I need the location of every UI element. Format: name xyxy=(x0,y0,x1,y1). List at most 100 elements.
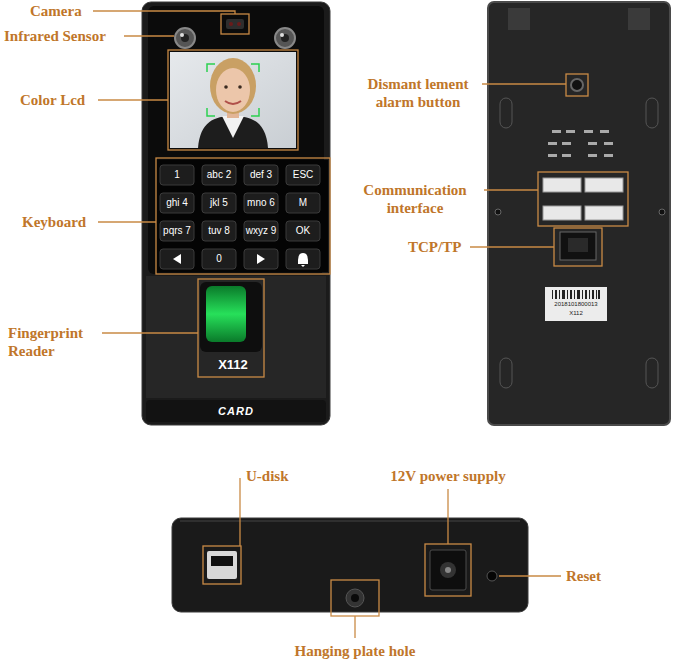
highlight-box xyxy=(554,228,602,266)
bar xyxy=(555,290,557,299)
power-jack xyxy=(430,550,466,590)
key xyxy=(160,165,194,185)
callouts xyxy=(93,11,628,638)
pin-marking xyxy=(562,142,571,145)
screw-hole xyxy=(659,209,665,215)
connector xyxy=(585,206,623,220)
part-label: Dismant lement alarm button xyxy=(356,75,480,111)
fingerprint-housing xyxy=(200,282,262,352)
serial-number: 2018101800013 xyxy=(545,300,607,308)
mount-slot xyxy=(500,98,512,128)
leader-line xyxy=(470,246,554,247)
screw-hole xyxy=(495,209,501,215)
bar xyxy=(559,290,560,299)
leader-line xyxy=(102,332,198,333)
leader-line xyxy=(484,189,538,190)
part-label: Reset xyxy=(566,567,636,585)
leader-line xyxy=(93,11,235,14)
bottom-view xyxy=(172,518,528,612)
reset-hole xyxy=(487,571,497,581)
fingerprint-sensor xyxy=(206,286,246,342)
key-label: def 3 xyxy=(244,165,278,185)
key-label: jkl 5 xyxy=(202,193,236,213)
key xyxy=(286,221,320,241)
bar xyxy=(596,290,597,299)
camera-lens xyxy=(181,34,189,42)
key-label: mno 6 xyxy=(244,193,278,213)
key xyxy=(202,165,236,185)
eye xyxy=(238,85,242,89)
key xyxy=(244,249,278,269)
rj45-port xyxy=(560,232,596,260)
part-label: Keyboard xyxy=(22,213,132,231)
bar xyxy=(585,290,587,299)
pin-marking xyxy=(548,154,557,157)
leader-line xyxy=(447,489,448,544)
bar xyxy=(582,290,583,299)
keypad xyxy=(156,160,328,272)
pin-marking xyxy=(604,154,613,157)
highlight-box xyxy=(221,14,249,34)
key-label: tuv 8 xyxy=(202,221,236,241)
lcd-screen xyxy=(170,52,296,148)
leader-line xyxy=(499,575,561,576)
leader-line xyxy=(482,83,566,84)
usb-port xyxy=(207,551,237,579)
camera-lens xyxy=(281,34,289,42)
key xyxy=(202,221,236,241)
bar xyxy=(562,290,565,299)
tamper-button xyxy=(571,79,583,91)
camera-lens xyxy=(175,28,195,48)
mount-slot xyxy=(500,358,512,388)
key xyxy=(160,193,194,213)
glass-panel xyxy=(148,6,324,274)
key xyxy=(202,193,236,213)
part-label: Communication interface xyxy=(350,181,480,217)
smile xyxy=(225,101,241,104)
mount-slot xyxy=(646,98,658,128)
key-label: abc 2 xyxy=(202,165,236,185)
bar xyxy=(592,290,594,299)
bell-icon xyxy=(298,253,308,267)
mount-notch xyxy=(508,8,530,30)
hanging-hole xyxy=(351,594,359,602)
key-label: OK xyxy=(286,221,320,241)
highlight-box xyxy=(203,546,241,584)
leader-line xyxy=(98,99,168,100)
right-arrow-icon xyxy=(257,254,265,264)
leader-line xyxy=(354,616,355,638)
mount-notch xyxy=(628,8,650,30)
key xyxy=(286,249,320,269)
connector xyxy=(585,178,623,192)
left-arrow-icon xyxy=(173,254,181,264)
shirt xyxy=(222,116,244,138)
power-pin xyxy=(445,567,451,573)
pin-marking xyxy=(562,154,571,157)
pin-markings xyxy=(548,130,613,157)
key-label: ESC xyxy=(286,165,320,185)
part-label: TCP/TP xyxy=(408,238,468,256)
key xyxy=(244,165,278,185)
face xyxy=(216,68,250,112)
barcode xyxy=(552,290,600,299)
camera-lens xyxy=(275,28,295,48)
pin-marking xyxy=(604,142,613,145)
bar xyxy=(577,290,580,299)
key-label: 1 xyxy=(160,165,194,185)
key-label: wxyz 9 xyxy=(244,221,278,241)
face-frame xyxy=(207,64,259,116)
pin-marking xyxy=(548,142,557,145)
pin-marking xyxy=(566,130,575,133)
key-label: pqrs 7 xyxy=(160,221,194,241)
eye xyxy=(224,85,228,89)
part-label: Camera xyxy=(30,2,140,20)
pin-marking xyxy=(600,130,609,133)
key xyxy=(244,193,278,213)
bar xyxy=(570,290,572,299)
bar xyxy=(589,290,590,299)
part-label: Hanging plate hole xyxy=(270,642,440,660)
bottom-strip xyxy=(146,400,326,422)
key-label: ghi 4 xyxy=(160,193,194,213)
leader-line xyxy=(124,35,174,36)
